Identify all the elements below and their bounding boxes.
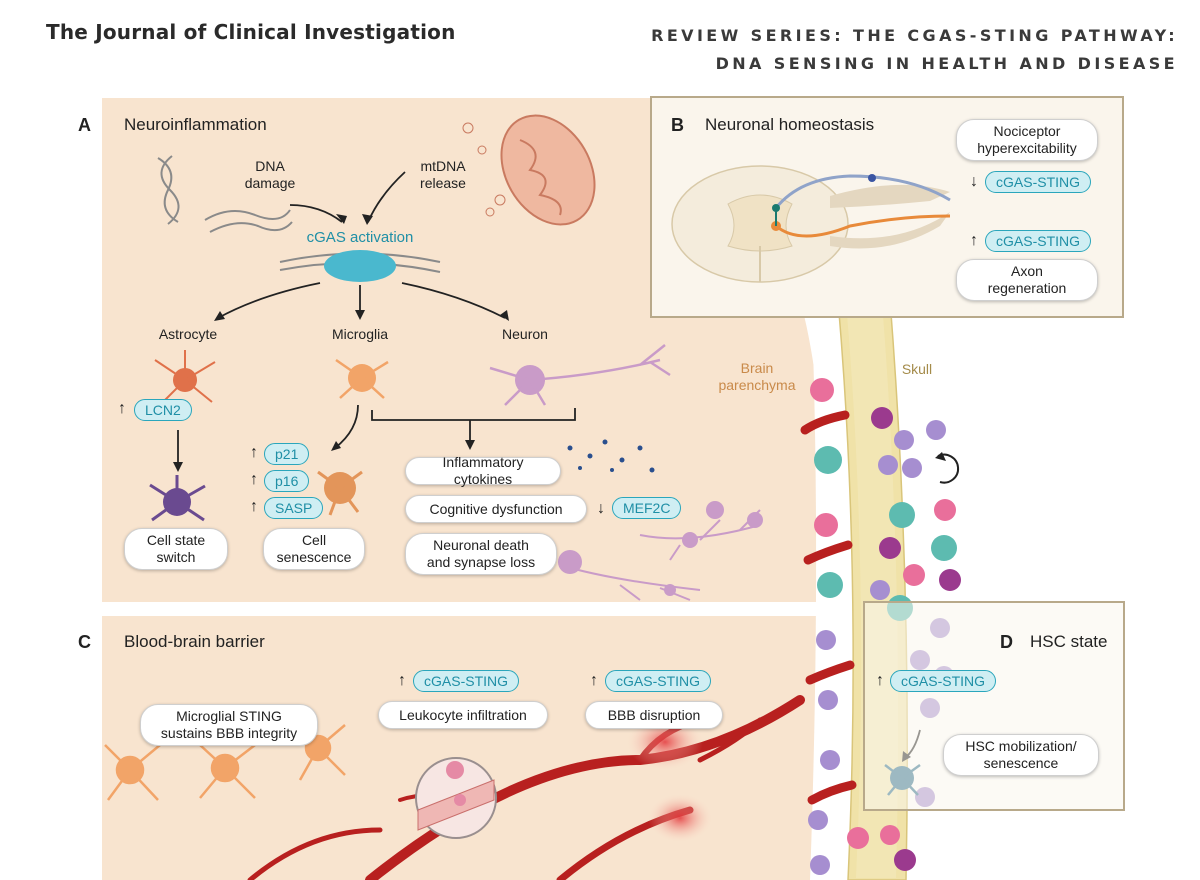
cgas-sting-c1-tag: cGAS-STING [413,670,520,692]
panel-a-title: Neuroinflammation [124,115,267,134]
microglia-cell [335,358,389,399]
panel-d-letter: D [1000,632,1013,652]
microglia-label: Microglia [331,326,388,342]
neuronal-death-line2: and synapse loss [426,554,536,570]
brain-parenchyma-line1: Brain [740,360,774,376]
brain-parenchyma-label: Brain parenchyma [712,360,802,394]
axon-regeneration-line1: Axon [1011,263,1043,279]
dna-damage-strand [157,155,293,233]
panel-divider [102,602,822,616]
panel-c-letter: C [78,632,91,652]
series-title-line1: REVIEW SERIES: THE CGAS-STING PATHWAY: [651,26,1178,45]
series-title: REVIEW SERIES: THE CGAS-STING PATHWAY: D… [651,22,1178,78]
hsc-mobilization-line1: HSC mobilization/ [965,738,1077,754]
neuron-label: Neuron [502,326,548,342]
mtdna-release-line1: mtDNA [420,158,466,174]
skull-label: Skull [901,361,933,377]
mtdna-release-line2: release [420,175,466,191]
lcn2-up-arrow: ↑ [118,400,126,417]
mtdna-release-label: mtDNA release [408,158,478,192]
nociceptor-line1: Nociceptor [993,123,1061,139]
sasp-up-arrow: ↑ [250,498,258,515]
neuron-cell [489,344,671,406]
leukocyte-infiltration-box: Leukocyte infiltration [378,701,548,729]
cell-senescence-line2: senescence [276,549,352,565]
sasp-tag: SASP [264,497,324,519]
astrocyte-cell [154,350,216,406]
cgas-sting-d-tag: cGAS-STING [890,670,997,692]
p16-up-arrow: ↑ [250,471,258,488]
microglial-sting-box: Microglial STING sustains BBB integrity [140,704,318,746]
nociceptor-line2: hyperexcitability [977,140,1077,156]
series-title-line2: DNA SENSING IN HEALTH AND DISEASE [715,54,1178,73]
brain-parenchyma-line2: parenchyma [718,377,796,393]
journal-title: The Journal of Clinical Investigation [46,20,456,44]
cell-state-switch-box: Cell state switch [124,528,228,570]
cell-senescence-box: Cell senescence [263,528,365,570]
lcn2-tag: LCN2 [134,399,192,421]
mef2c-tag: MEF2C [612,497,682,519]
cgas-sting-b-down-tag: cGAS-STING [985,171,1092,193]
cognitive-dysfunction-box: Cognitive dysfunction [405,495,587,523]
inflammatory-cytokines-box: Inflammatory cytokines [405,454,561,487]
cgas-protein [279,250,441,282]
panel-d-title: HSC state [1030,632,1108,651]
panel-c-microglia [104,724,346,801]
cell-state-switch-line1: Cell state [146,532,206,548]
p16-tag: p16 [264,470,310,492]
dna-damage-line2: damage [244,175,296,191]
microglial-sting-line1: Microglial STING [176,708,282,724]
cell-state-switch-line2: switch [156,549,196,565]
spinal-cord-artwork [671,165,951,283]
hsc-mobilization-line2: senescence [983,755,1059,771]
cgas-activation-label: cGAS activation [306,229,414,246]
panel-b-letter: B [671,115,684,135]
cgas-sting-b-down-arrow: ↓ [970,173,978,190]
mef2c-down-arrow: ↓ [597,500,605,517]
astrocyte-label: Astrocyte [158,326,218,342]
vessel-magnifier [415,757,497,839]
cgas-sting-b-up-arrow: ↑ [970,232,978,249]
meningeal-vessels [800,410,857,805]
cgas-sting-c1-up-arrow: ↑ [398,672,406,689]
neuron-bodies [558,501,763,596]
nociceptor-box: Nociceptor hyperexcitability [956,119,1098,161]
recirculation-arrow [937,453,960,484]
switched-astrocyte [149,475,206,522]
bbb-disruption-box: BBB disruption [585,701,723,729]
neuronal-death-box: Neuronal death and synapse loss [405,533,557,575]
neuronal-death-line1: Neuronal death [433,537,529,553]
senescent-microglia [317,470,363,516]
panel-a-letter: A [78,115,91,135]
panel-c-title: Blood-brain barrier [124,632,265,651]
mitochondrion [462,114,596,226]
cgas-sting-d-up-arrow: ↑ [876,672,884,689]
hsc-mobilization-box: HSC mobilization/ senescence [943,734,1099,776]
p21-tag: p21 [264,443,310,465]
axon-regeneration-line2: regeneration [987,280,1067,296]
dna-damage-line1: DNA [255,158,285,174]
cell-senescence-line1: Cell [301,532,327,548]
meningeal-space [800,300,855,880]
panel-d-box [863,601,1125,811]
bleed-spot-2 [648,794,712,842]
cgas-sting-b-up-tag: cGAS-STING [985,230,1092,252]
cgas-sting-c2-tag: cGAS-STING [605,670,712,692]
dna-damage-label: DNA damage [238,158,302,192]
panel-b-title: Neuronal homeostasis [705,115,875,134]
cgas-sting-c2-up-arrow: ↑ [590,672,598,689]
p21-up-arrow: ↑ [250,444,258,461]
microglial-sting-line2: sustains BBB integrity [160,725,298,741]
axon-regeneration-box: Axon regeneration [956,259,1098,301]
cytokine-dots [567,439,655,473]
